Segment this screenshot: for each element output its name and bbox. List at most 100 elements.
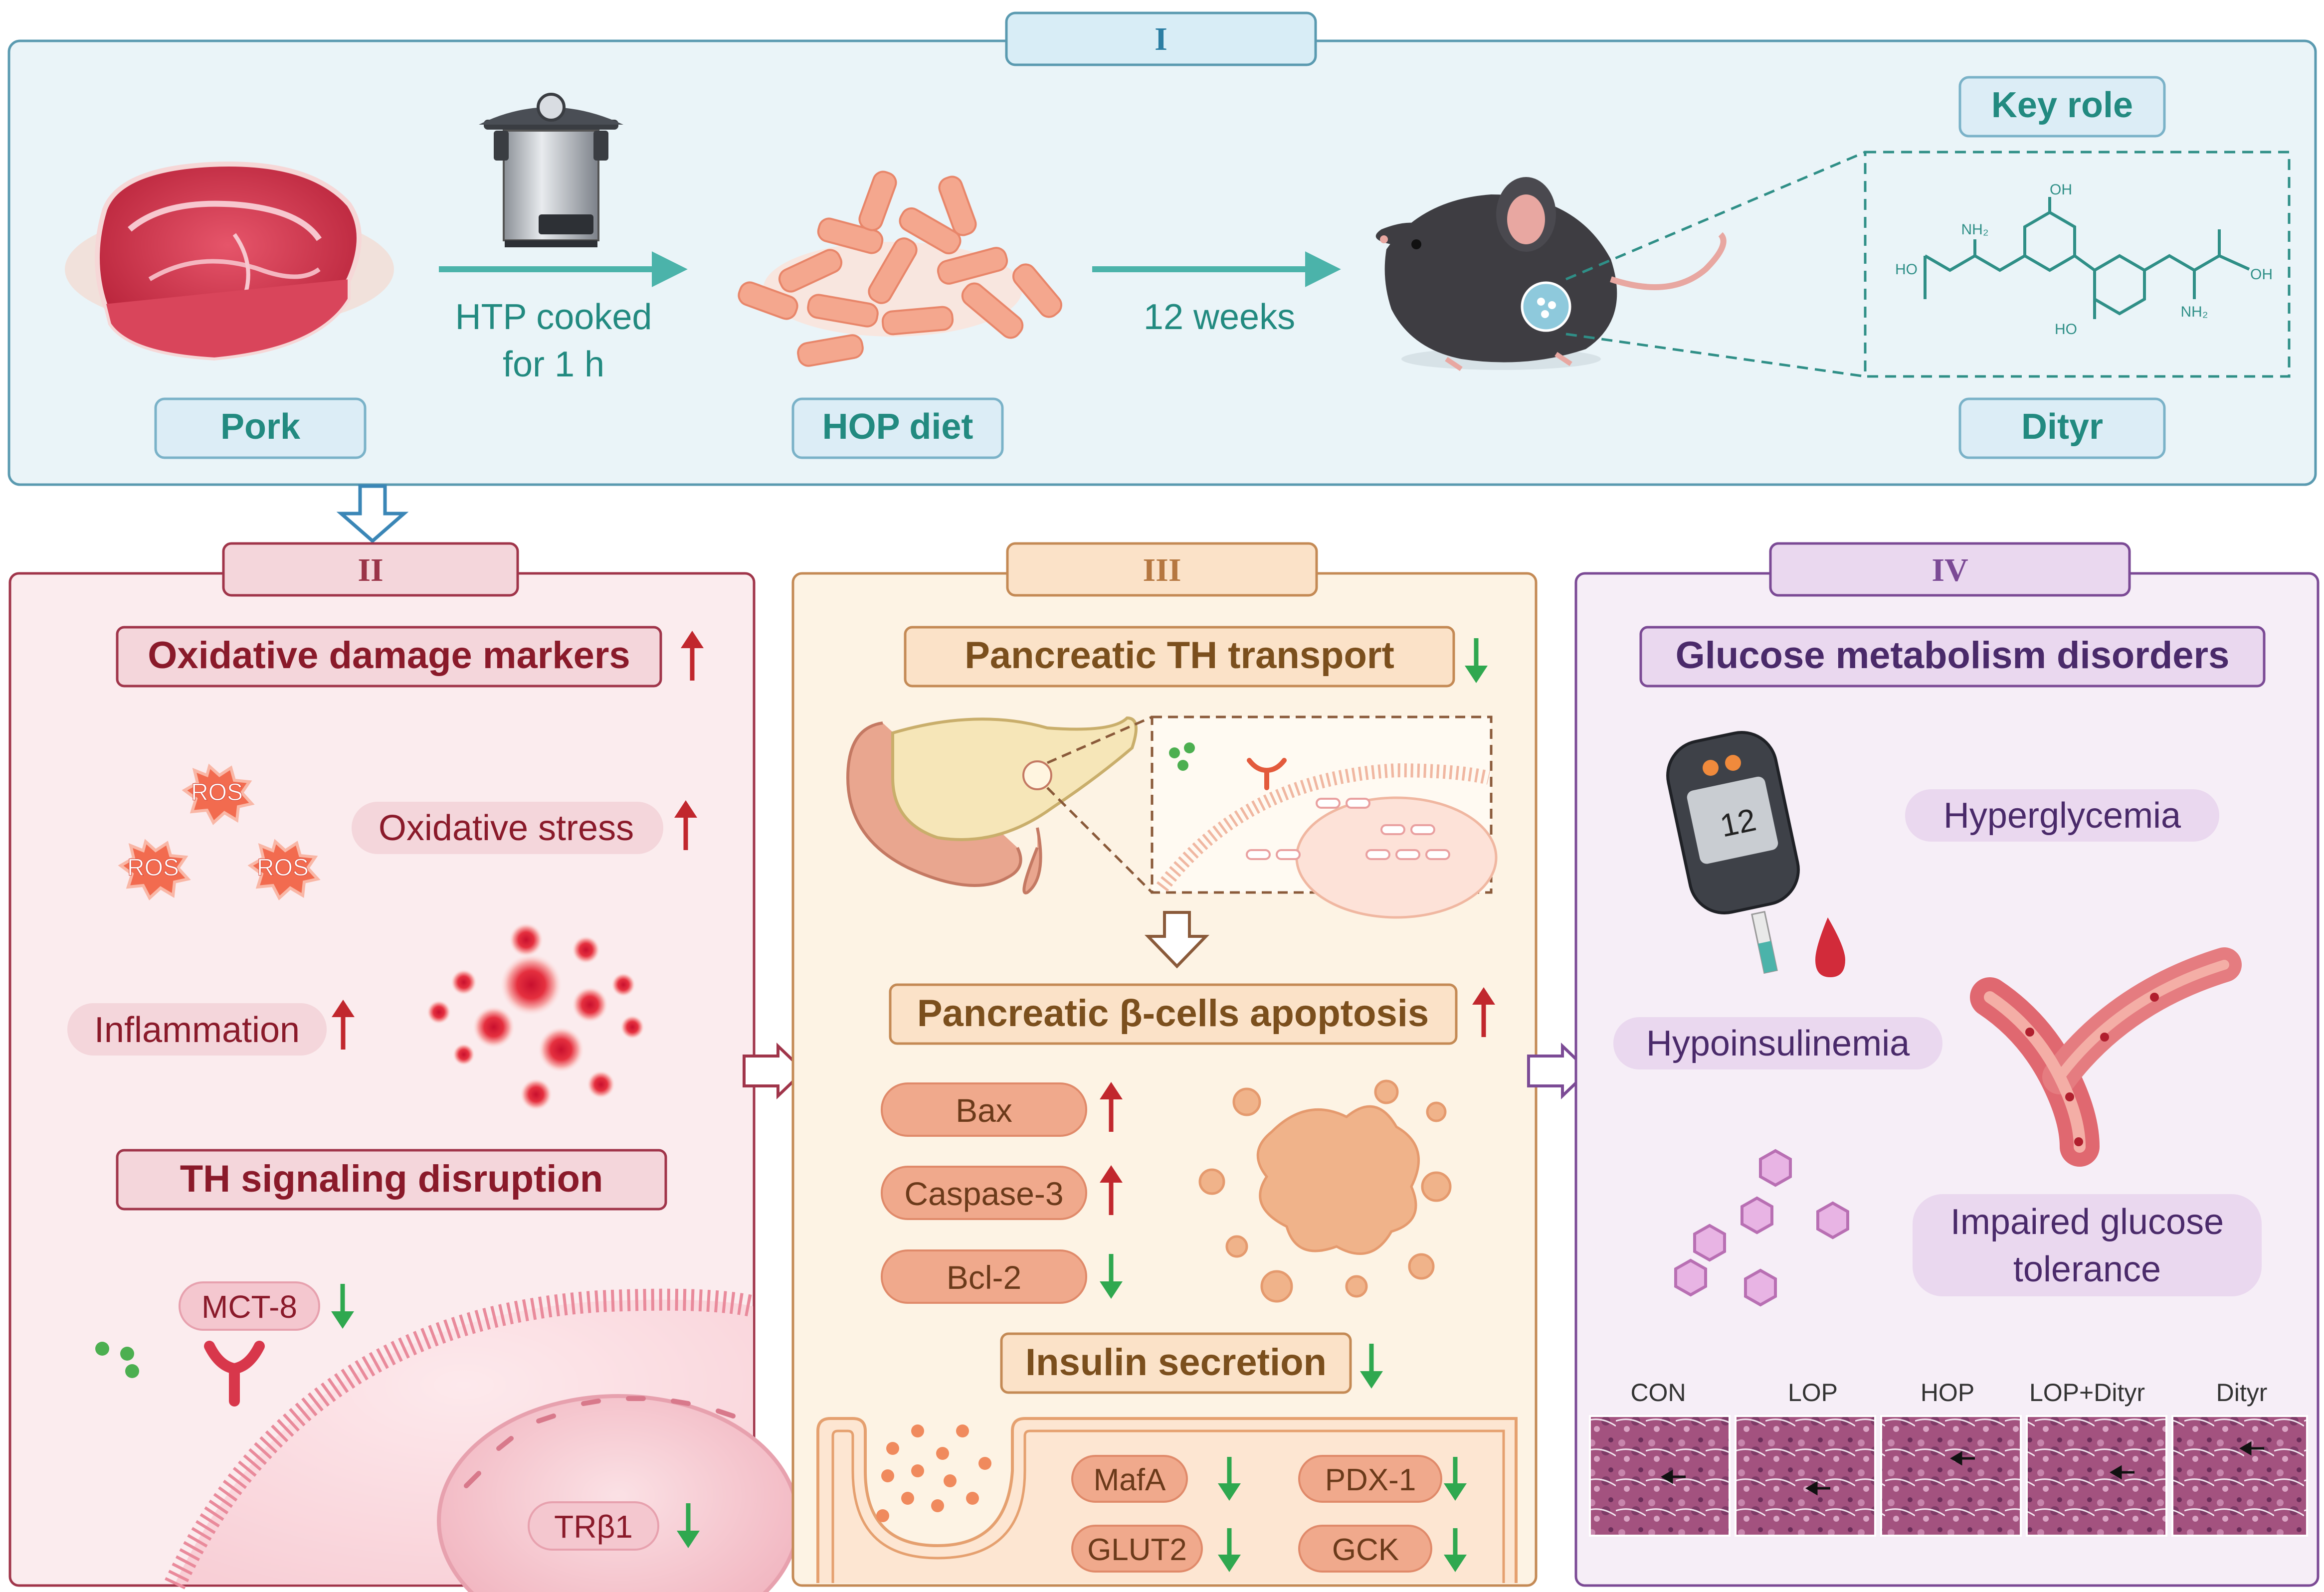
panel-i: I Pork HTP cooked for 1 h: [7, 11, 2317, 486]
bax-pill: [881, 1082, 1087, 1137]
th-transport-label: Pancreatic TH transport: [965, 634, 1394, 677]
trb1-down-arrow: [677, 1503, 700, 1548]
glut2-label: GLUT2: [1087, 1533, 1187, 1567]
th-transport-box: [904, 626, 1455, 688]
panel-iii-label: III: [1143, 552, 1181, 588]
th-signaling-label: TH signaling disruption: [180, 1158, 603, 1200]
ros-burst-2: ROS: [118, 839, 191, 900]
histology-label-hop: HOP: [1921, 1379, 1974, 1407]
hop-diet-label-box: [791, 397, 1004, 459]
glucose-disorders-box: [1639, 626, 2266, 688]
dityr-box: [1958, 397, 2166, 459]
pork-illustration: [65, 162, 394, 361]
blood-vessel-illustration: [1970, 947, 2242, 1167]
zoom-line-top: [1565, 151, 1866, 281]
pancreas-zoom-line-top: [1046, 715, 1153, 764]
key-role-box: [1958, 76, 2166, 138]
molecule-oh-b: OH: [2250, 266, 2273, 283]
arrow-to-apoptosis: [1144, 911, 1210, 969]
mct8-pill: [179, 1281, 320, 1331]
panel-iv-tab: [1769, 542, 2131, 597]
glucose-disorders-label: Glucose metabolism disorders: [1676, 634, 2230, 677]
meter-reading: 12: [1717, 801, 1759, 844]
glucose-meter-icon: [1666, 730, 1800, 974]
mouse-illustration: [1375, 177, 1727, 371]
insulin-secretion-box: [1000, 1332, 1352, 1394]
panel-iii-tab: [1006, 542, 1318, 597]
trb1-label: TRβ1: [554, 1509, 633, 1545]
beta-apoptosis-box: [889, 983, 1458, 1045]
ros-label-3: ROS: [257, 855, 309, 881]
oxidative-stress-up-arrow: [674, 800, 697, 850]
ros-label-2: ROS: [127, 855, 179, 881]
insulin-secretion-down-arrow: [1360, 1344, 1383, 1389]
panel-ii-label: II: [358, 552, 383, 588]
bax-up-arrow: [1100, 1082, 1123, 1132]
pancreas-zoom-line-bottom: [1046, 787, 1153, 893]
pressure-cooker-icon: [479, 93, 623, 247]
th-signaling-box: [116, 1149, 667, 1211]
cook-text-line2: for 1 h: [503, 345, 604, 384]
impaired-glucose-line2: tolerance: [2013, 1249, 2161, 1289]
mafa-label: MafA: [1094, 1463, 1166, 1497]
insulin-secretion-label: Insulin secretion: [1025, 1341, 1327, 1384]
gck-pill: [1298, 1525, 1432, 1573]
molecule-nh2-b: NH₂: [2181, 304, 2208, 320]
glut2-pill: [1071, 1525, 1203, 1573]
molecule-oh-a: OH: [2050, 181, 2072, 198]
inflammation-up-arrow: [332, 1000, 355, 1050]
oxidative-damage-box: [116, 626, 662, 688]
histology-label-con: CON: [1630, 1379, 1686, 1407]
mafa-down-arrow: [1218, 1457, 1241, 1501]
panel-i-label: I: [1155, 21, 1167, 57]
ros-label-1: ROS: [191, 779, 243, 806]
beta-cell-membrane: [1156, 763, 1491, 892]
histology-label-lop-dityr: LOP+Dityr: [2029, 1379, 2145, 1407]
molecule-ho-a: HO: [1895, 261, 1918, 278]
pdx1-pill: [1298, 1455, 1442, 1503]
gck-down-arrow: [1444, 1528, 1467, 1572]
dityrosine-structure: [1924, 197, 2250, 319]
glucose-molecules: [1674, 1149, 1849, 1307]
inflammation-pill: [67, 1003, 327, 1056]
impaired-glucose-pill: [1913, 1194, 2262, 1296]
beta-apoptosis-up-arrow: [1472, 987, 1495, 1037]
inflammation-cells: [427, 923, 644, 1110]
oxidative-stress-pill: [352, 802, 663, 854]
insulin-granules: [876, 1424, 991, 1522]
hyperglycemia-pill: [1905, 789, 2219, 842]
molecule-ho-b: HO: [2055, 321, 2077, 338]
trb1-pill: [528, 1501, 659, 1551]
caspase3-label: Caspase-3: [904, 1175, 1063, 1212]
bcl2-pill: [881, 1249, 1087, 1304]
impaired-glucose-line1: Impaired glucose: [1950, 1202, 2224, 1242]
nuclear-pores: [464, 1396, 736, 1488]
secreting-cell-inner: [831, 1429, 1505, 1583]
zoom-line-bottom: [1565, 333, 1866, 378]
hypoinsulinemia-pill: [1613, 1017, 1942, 1069]
cook-text-line1: HTP cooked: [455, 297, 652, 337]
th-molecules: [95, 1342, 139, 1378]
molecule-nh2-a: NH₂: [1961, 221, 1989, 238]
panel-iv: IV Glucose metabolism disorders 12 Hyper…: [1574, 542, 2320, 1587]
pork-label-box: [154, 397, 367, 459]
histology-label-dityr: Dityr: [2216, 1379, 2268, 1407]
mct8-transporter: [204, 1341, 265, 1407]
panel-i-tab: [1005, 11, 1317, 66]
dityr-label: Dityr: [2021, 407, 2103, 447]
mct8-down-arrow: [331, 1284, 354, 1329]
histology-image-hop: [1880, 1415, 2022, 1537]
panel-iii: III Pancreatic TH transport: [791, 542, 1538, 1587]
blood-drop-icon: [1815, 917, 1845, 977]
apoptotic-cell-fragments: [1198, 1079, 1452, 1303]
histology-image-dityr: [2171, 1415, 2308, 1537]
bax-label: Bax: [956, 1092, 1012, 1129]
histology-image-con: [1589, 1415, 1731, 1537]
duration-text: 12 weeks: [1144, 297, 1295, 337]
ros-burst-1: ROS: [182, 763, 255, 825]
th-transport-down-arrow: [1465, 638, 1488, 683]
oxidative-damage-label: Oxidative damage markers: [148, 634, 630, 677]
oxidative-damage-up-arrow: [681, 631, 704, 681]
mafa-pill: [1071, 1455, 1188, 1503]
mct8-label: MCT-8: [201, 1289, 297, 1325]
